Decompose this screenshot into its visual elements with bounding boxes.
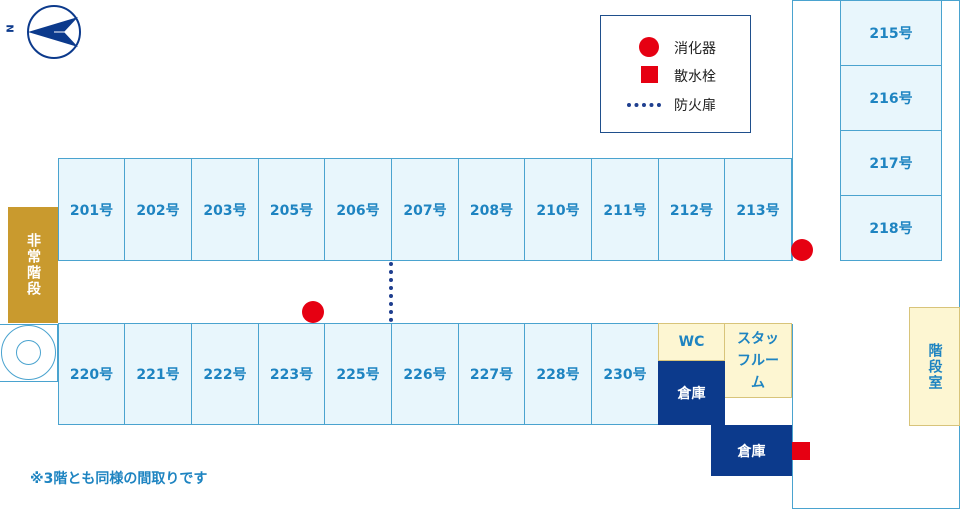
emergency-stairs: 非常階段	[8, 207, 58, 323]
room-218[interactable]: 218号	[840, 195, 942, 261]
room-223[interactable]: 223号	[258, 323, 325, 425]
legend-hydrant-label: 散水栓	[674, 69, 716, 85]
room-222[interactable]: 222号	[191, 323, 259, 425]
room-203[interactable]: 203号	[191, 158, 259, 261]
room-227[interactable]: 227号	[458, 323, 525, 425]
legend-firedoor-label: 防火扉	[674, 98, 716, 114]
hydrant-marker	[792, 442, 810, 460]
room-208[interactable]: 208号	[458, 158, 525, 261]
room-228[interactable]: 228号	[524, 323, 592, 425]
room-205[interactable]: 205号	[258, 158, 325, 261]
legend-firedoor: 防火扉	[601, 93, 750, 117]
room-213[interactable]: 213号	[724, 158, 792, 261]
room-226[interactable]: 226号	[391, 323, 459, 425]
room-225[interactable]: 225号	[324, 323, 392, 425]
room-215[interactable]: 215号	[840, 0, 942, 66]
hydrant-icon	[641, 66, 658, 83]
room-207[interactable]: 207号	[391, 158, 459, 261]
fire-door	[389, 262, 393, 322]
extinguisher-icon	[639, 37, 659, 57]
room-202[interactable]: 202号	[124, 158, 192, 261]
storage-room-2: 倉庫	[711, 425, 792, 476]
storage-room-1: 倉庫	[658, 361, 725, 425]
corridor	[58, 260, 792, 324]
room-221[interactable]: 221号	[124, 323, 192, 425]
legend: 消化器 散水栓 防火扉	[600, 15, 751, 133]
floor-note: ※3階とも同様の間取りです	[30, 471, 208, 487]
legend-hydrant: 散水栓	[601, 64, 750, 88]
room-230[interactable]: 230号	[591, 323, 659, 425]
spiral-inner-ring	[16, 340, 41, 365]
extinguisher-marker-corridor	[302, 301, 324, 323]
room-211[interactable]: 211号	[591, 158, 659, 261]
room-201[interactable]: 201号	[58, 158, 125, 261]
spiral-outer-ring	[1, 325, 56, 380]
room-220[interactable]: 220号	[58, 323, 125, 425]
firedoor-dots-icon	[627, 103, 661, 107]
corridor-joint	[790, 261, 794, 324]
compass: N	[4, 3, 84, 59]
room-217[interactable]: 217号	[840, 130, 942, 196]
wc: WC	[658, 323, 725, 361]
room-212[interactable]: 212号	[658, 158, 725, 261]
extinguisher-marker-junction	[791, 239, 813, 261]
room-206[interactable]: 206号	[324, 158, 392, 261]
room-216[interactable]: 216号	[840, 65, 942, 131]
legend-extinguisher: 消化器	[601, 36, 750, 60]
legend-extinguisher-label: 消化器	[674, 41, 716, 57]
compass-rose-icon	[27, 5, 81, 59]
room-210[interactable]: 210号	[524, 158, 592, 261]
staff-room: スタッフルーム	[724, 323, 792, 398]
stairwell: 階段室	[909, 307, 960, 426]
